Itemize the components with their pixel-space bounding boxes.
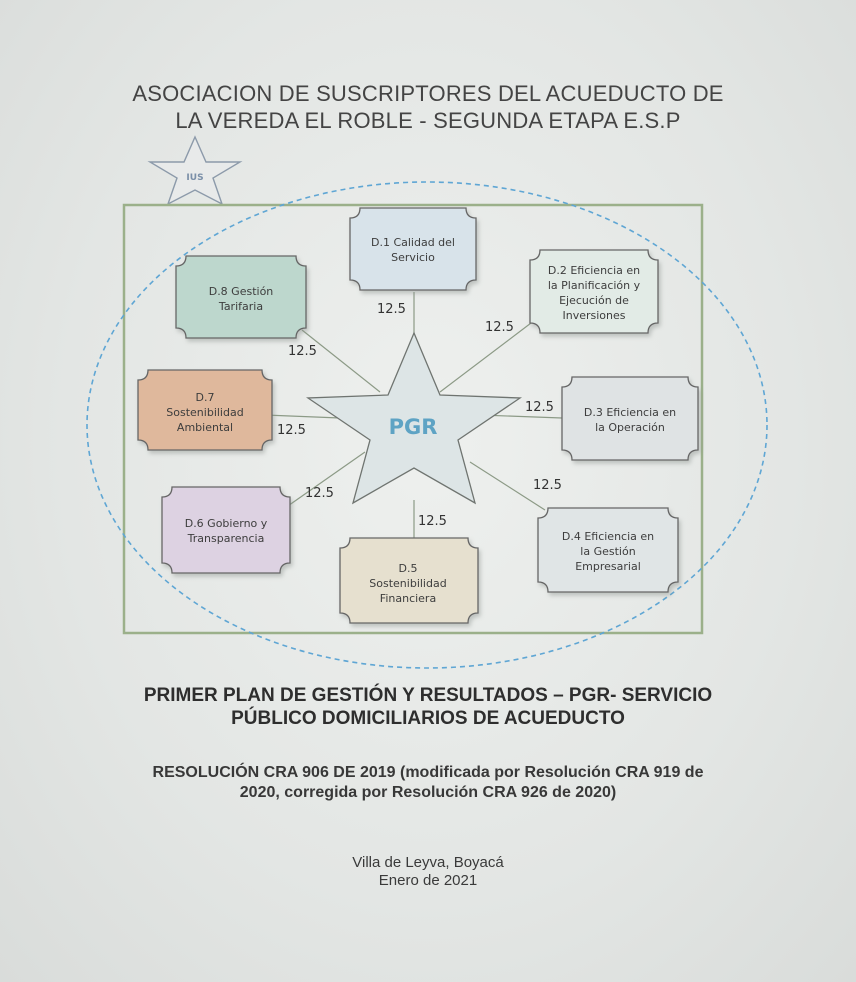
plan-title-line-2: PÚBLICO DOMICILIARIOS DE ACUEDUCTO	[231, 708, 625, 729]
pgr-center-label: PGR	[388, 415, 438, 439]
resolution-text: RESOLUCIÓN CRA 906 DE 2019 (modificada p…	[40, 763, 816, 803]
star-icon	[147, 135, 243, 206]
dimension-label-d3: D.3 Eficiencia en la Operación	[583, 406, 677, 434]
dimension-label-d1: D.1 Calidad del Servicio	[370, 236, 455, 264]
weight-d5: 12.5	[418, 514, 447, 529]
weight-d3: 12.5	[525, 400, 554, 415]
dimension-label-d7: D.7 Sostenibilidad Ambiental	[166, 390, 244, 434]
box-d1	[349, 207, 477, 291]
box-d3	[561, 376, 699, 461]
dimension-label-d4: D.4 Eficiencia en la Gestión Empresarial	[561, 529, 655, 573]
dimension-label-d5: D.5 Sostenibilidad Financiera	[369, 561, 447, 605]
dimension-label-d6: D.6 Gobierno y Transparencia	[184, 517, 268, 545]
plan-title: PRIMER PLAN DE GESTIÓN Y RESULTADOS – PG…	[40, 684, 816, 730]
document-footer: Villa de Leyva, Boyacá Enero de 2021	[0, 854, 856, 890]
weight-d2: 12.5	[485, 320, 514, 335]
weight-d7: 12.5	[277, 423, 306, 438]
footer-date: Enero de 2021	[378, 872, 478, 889]
box-d5	[339, 537, 479, 624]
weight-d4: 12.5	[533, 478, 562, 493]
pgr-star	[305, 331, 523, 505]
document-header: ASOCIACION DE SUSCRIPTORES DEL ACUEDUCTO…	[0, 80, 856, 134]
resolution-line-1: RESOLUCIÓN CRA 906 DE 2019 (modificada p…	[152, 764, 704, 781]
dimension-boxes	[137, 207, 699, 624]
logo-text: IUS	[186, 173, 204, 183]
connector-lines	[264, 292, 563, 538]
dashed-ellipse	[86, 181, 768, 669]
header-line-1: ASOCIACION DE SUSCRIPTORES DEL ACUEDUCTO…	[132, 81, 724, 106]
box-d6	[161, 486, 291, 574]
box-d4	[537, 507, 679, 593]
weight-d8: 12.5	[288, 344, 317, 359]
footer-place: Villa de Leyva, Boyacá	[352, 854, 504, 871]
weight-d6: 12.5	[305, 486, 334, 501]
weight-d1: 12.5	[377, 302, 406, 317]
resolution-line-2: 2020, corregida por Resolución CRA 926 d…	[239, 784, 617, 801]
box-d8	[175, 255, 307, 339]
dimension-label-d8: D.8 Gestión Tarifaria	[208, 285, 274, 313]
diagram-frame	[122, 203, 704, 635]
dimension-label-d2: D.2 Eficiencia en la Planificación y Eje…	[547, 264, 641, 322]
box-d7	[137, 369, 273, 451]
header-line-2: LA VEREDA EL ROBLE - SEGUNDA ETAPA E.S.P	[175, 108, 681, 133]
plan-title-line-1: PRIMER PLAN DE GESTIÓN Y RESULTADOS – PG…	[143, 685, 713, 706]
box-d2	[529, 249, 659, 334]
